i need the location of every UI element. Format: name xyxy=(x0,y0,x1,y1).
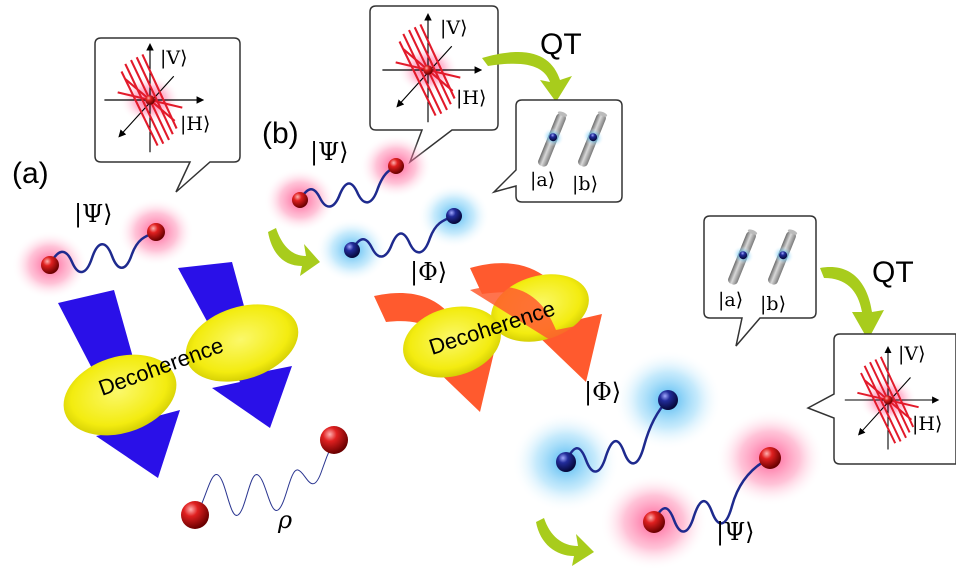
panel-b-qt-label-1: QT xyxy=(540,28,582,61)
panel-b-swap-arrow-2 xyxy=(536,518,594,566)
panel-b: (b) |V⟩ |H⟩ QT |a⟩ |b⟩ |Ψ⟩ xyxy=(262,5,956,570)
panel-a-final-state: ρ xyxy=(277,506,292,534)
panel-a-axis-v: |V⟩ xyxy=(160,47,188,69)
panel-b-after-state-1: |Φ⟩ xyxy=(584,378,621,407)
panel-a-label: (a) xyxy=(12,157,49,190)
panel-b-atoms-bubble-1: |a⟩ |b⟩ xyxy=(491,99,623,203)
panel-b-atoms-bubble-2: |a⟩ |b⟩ xyxy=(703,215,817,347)
panel-b-top-state: |Ψ⟩ xyxy=(310,138,349,167)
panel-a-axis-h: |H⟩ xyxy=(180,113,210,135)
panel-b-label: (b) xyxy=(262,117,299,150)
panel-b-bubble1-atom-b: |b⟩ xyxy=(572,173,598,195)
panel-a-photon-pair xyxy=(12,198,194,299)
panel-b-after-atom-pair xyxy=(512,350,722,512)
panel-a-initial-state: |Ψ⟩ xyxy=(74,200,113,229)
panel-b-qt-arrow-2 xyxy=(820,267,884,340)
panel-b-bubble2-atom-a: |a⟩ xyxy=(718,289,743,311)
panel-a: (a) |V⟩ |H⟩ |Ψ⟩ Decoherence xyxy=(12,37,348,534)
panel-b-bubble1-axis-h: |H⟩ xyxy=(456,87,486,109)
panel-b-photon-bubble-2: |V⟩ |H⟩ xyxy=(806,333,956,465)
panel-b-atom-pair xyxy=(316,184,490,282)
panel-b-photon-bubble-1: |V⟩ |H⟩ xyxy=(369,5,499,165)
panel-b-qt-arrow-1 xyxy=(482,52,572,102)
panel-b-arrow-overlay xyxy=(470,286,576,350)
panel-a-mixed-pair xyxy=(181,426,348,529)
panel-b-bubble1-atom-a: |a⟩ xyxy=(530,169,555,191)
panel-b-bubble2-axis-v: |V⟩ xyxy=(898,343,926,365)
panel-a-polarization-bubble: |V⟩ |H⟩ xyxy=(94,37,241,193)
panel-b-decoherence-arrows xyxy=(374,263,602,412)
panel-b-after-state-2: |Ψ⟩ xyxy=(716,518,755,547)
panel-a-decoherence-ellipse xyxy=(63,304,299,436)
panel-b-swap-arrow-1 xyxy=(268,228,320,276)
panel-b-after-photon-pair xyxy=(600,410,824,570)
panel-b-bubble2-atom-b: |b⟩ xyxy=(760,293,786,315)
panel-b-bubble1-axis-v: |V⟩ xyxy=(440,17,468,39)
panel-b-photon-pair xyxy=(264,134,432,232)
panel-b-qt-label-2: QT xyxy=(872,256,914,289)
panel-b-bubble2-axis-h: |H⟩ xyxy=(912,413,942,435)
panel-b-middle-state: |Φ⟩ xyxy=(410,258,447,287)
